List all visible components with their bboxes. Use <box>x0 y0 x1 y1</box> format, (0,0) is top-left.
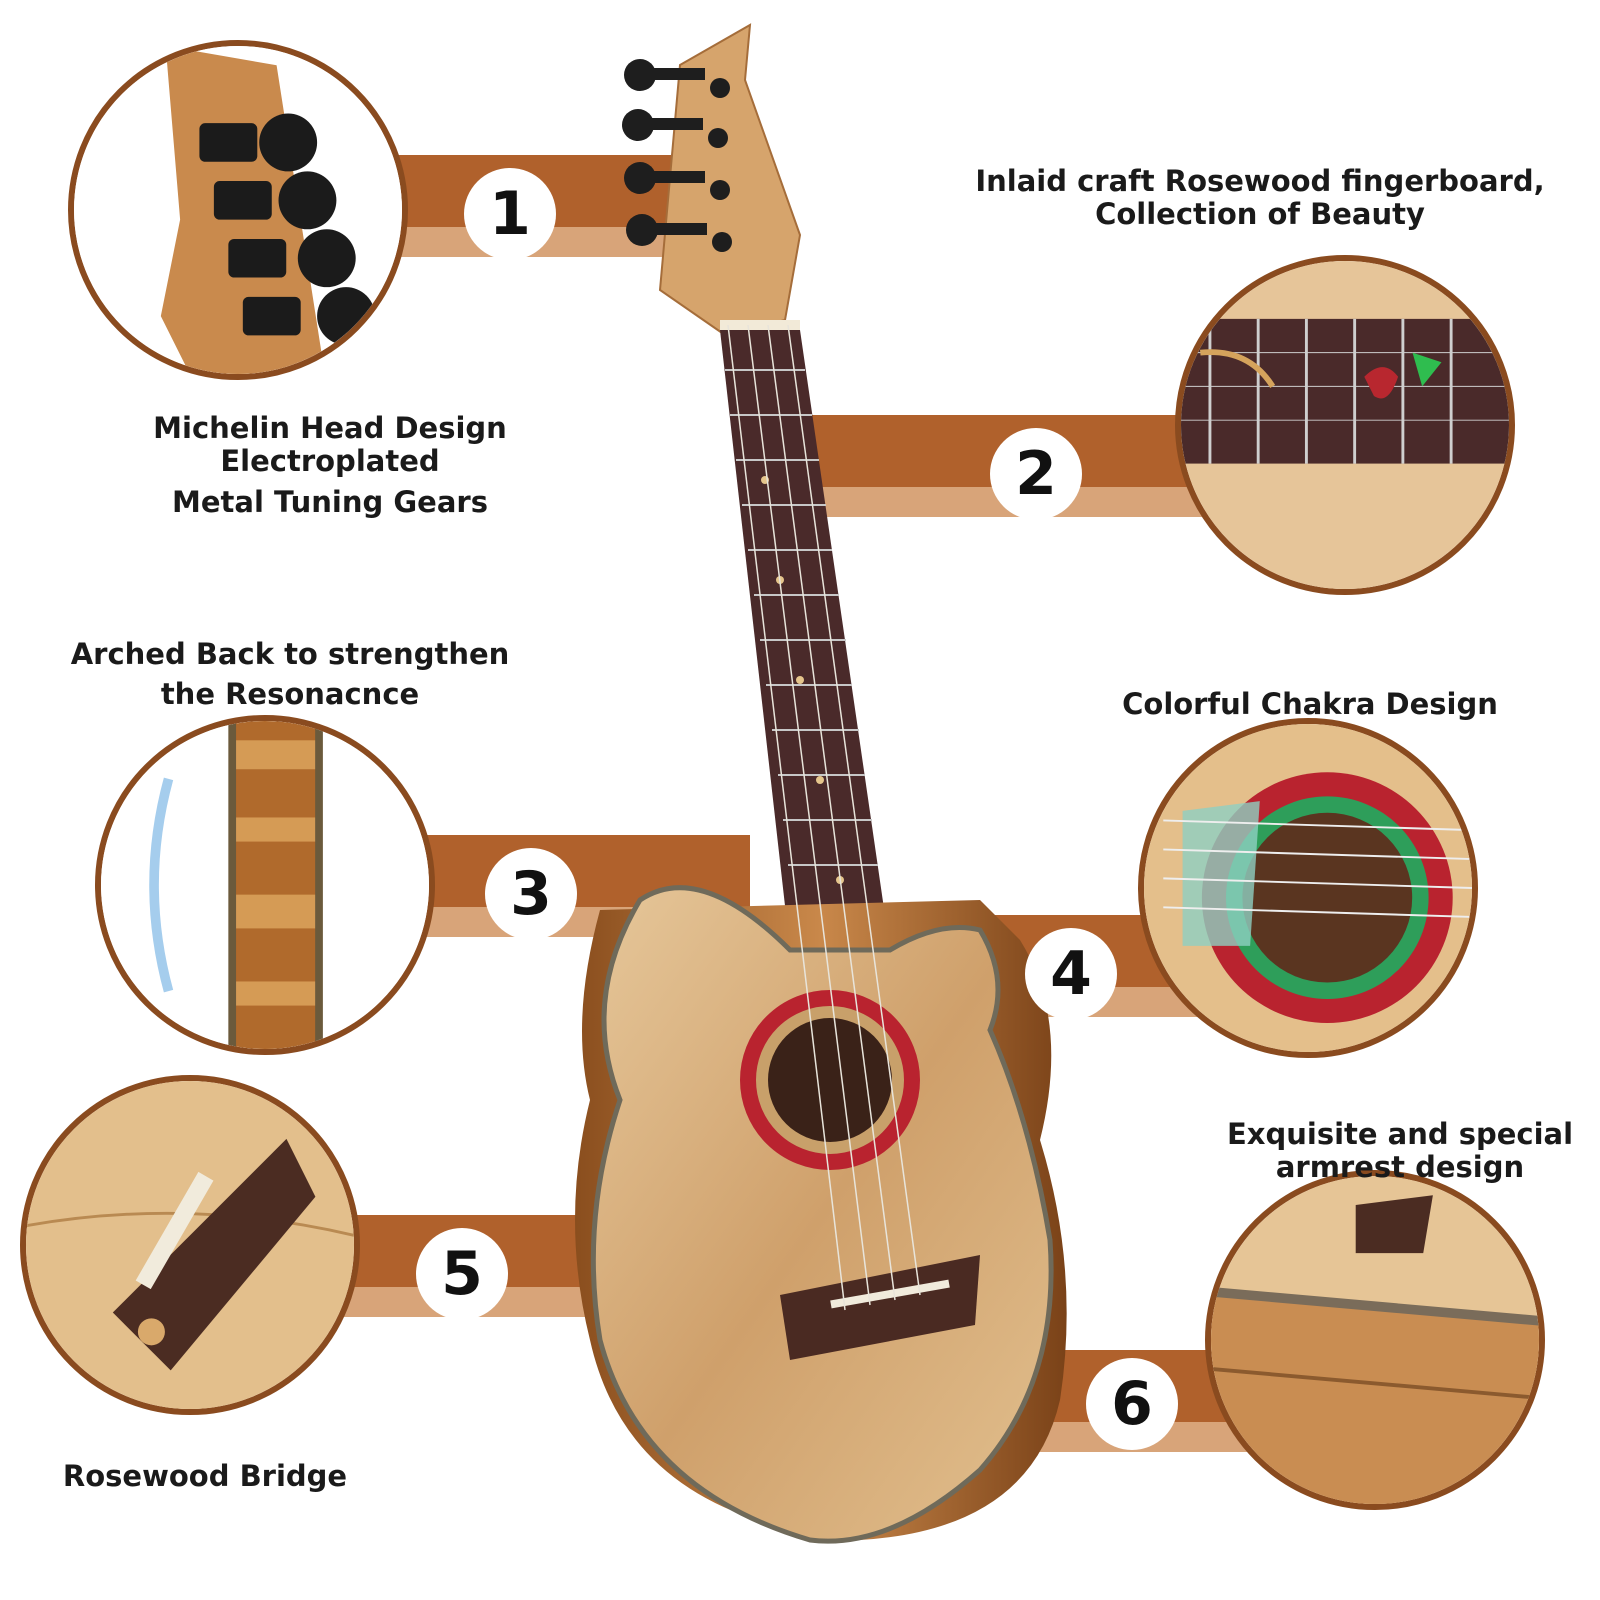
caption-line: Metal Tuning Gears <box>172 485 488 519</box>
feature-number-6: 6 <box>1086 1358 1178 1450</box>
detail-circle-2 <box>1175 255 1515 595</box>
ukulele-image <box>575 23 1067 1544</box>
caption-line: the Resonacnce <box>160 677 420 711</box>
tuning-gears-detail <box>74 46 402 374</box>
detail-circle-1 <box>68 40 408 380</box>
caption-line: Collection of Beauty <box>1095 197 1425 231</box>
feature-number-4: 4 <box>1025 928 1117 1020</box>
feature-number-1: 1 <box>464 168 556 260</box>
detail-circle-3 <box>95 715 435 1055</box>
caption-bridge: Rosewood Bridge <box>30 1460 380 1493</box>
arched-back-detail <box>101 721 429 1049</box>
bridge-detail <box>26 1081 354 1409</box>
caption-line: armrest design <box>1275 1150 1525 1184</box>
caption-line: Inlaid craft Rosewood fingerboard, <box>975 164 1545 198</box>
tuning-peg-icons <box>622 59 732 252</box>
feature-number-2: 2 <box>990 428 1082 520</box>
detail-circle-5 <box>20 1075 360 1415</box>
caption-line: Rosewood Bridge <box>62 1459 348 1493</box>
caption-tuning-gears: Michelin Head Design Electroplated Metal… <box>40 412 620 519</box>
caption-line: Exquisite and special <box>1226 1117 1574 1151</box>
caption-armrest: Exquisite and special armrest design <box>1210 1118 1590 1184</box>
caption-arched-back: Arched Back to strengthen the Resonacnce <box>40 638 540 711</box>
feature-number-3: 3 <box>485 848 577 940</box>
caption-line: Arched Back to strengthen <box>70 637 510 671</box>
caption-fingerboard: Inlaid craft Rosewood fingerboard, Colle… <box>960 165 1560 231</box>
armrest-detail <box>1211 1176 1539 1504</box>
fingerboard-detail <box>1181 261 1509 589</box>
feature-number-5: 5 <box>416 1228 508 1320</box>
soundhole-rosette-detail <box>1144 724 1472 1052</box>
caption-line: Colorful Chakra Design <box>1122 687 1498 721</box>
caption-chakra: Colorful Chakra Design <box>1100 688 1520 721</box>
caption-line: Michelin Head Design Electroplated <box>153 411 507 478</box>
detail-circle-4 <box>1138 718 1478 1058</box>
detail-circle-6 <box>1205 1170 1545 1510</box>
